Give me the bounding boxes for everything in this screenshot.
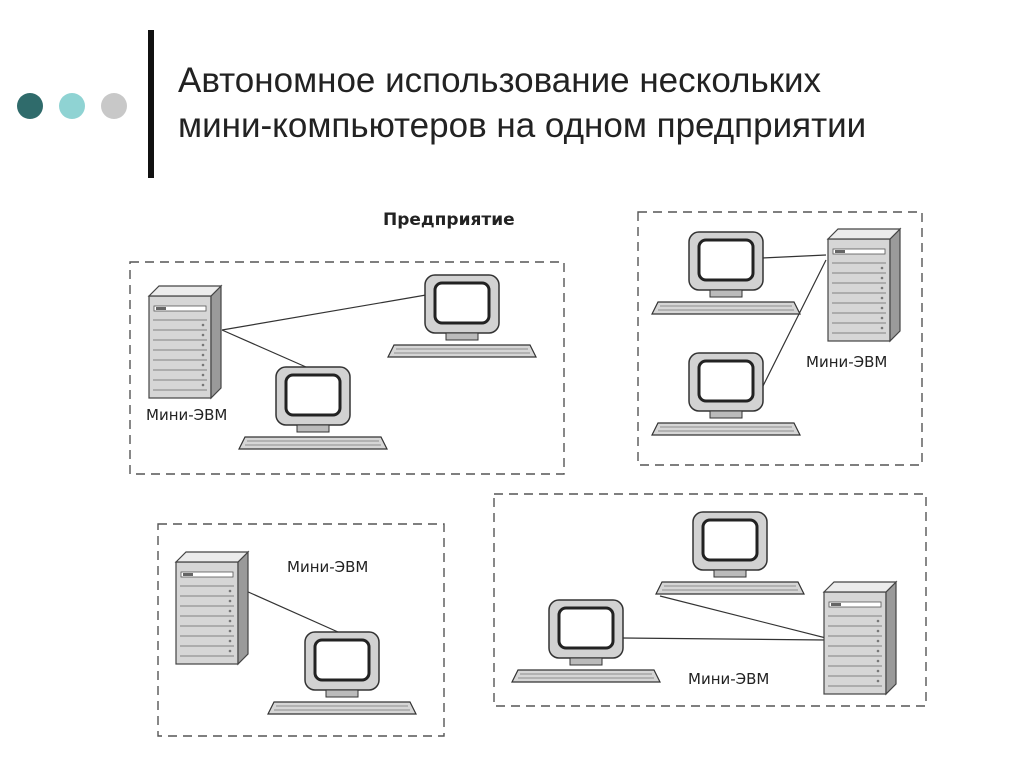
- zone-1-link-b: [221, 329, 307, 368]
- zone-4-server-icon: [823, 581, 897, 695]
- zone-2-computer-1-icon: [650, 230, 802, 316]
- zone-3-boundary: [157, 523, 445, 737]
- slide-title-line-2: мини-компьютеров на одном предприятии: [178, 106, 867, 145]
- title-divider: [148, 30, 154, 178]
- decor-dot-gray: [101, 93, 127, 119]
- zone-4-computer-2-icon: [510, 598, 662, 684]
- zone-1-boundary: [129, 261, 565, 475]
- zone-2-link-b: [761, 259, 827, 389]
- zone-2-server-icon: [827, 228, 901, 342]
- zone-3-server-label: Мини-ЭВМ: [287, 558, 368, 576]
- zone-4-server-label: Мини-ЭВМ: [688, 670, 769, 688]
- zone-2-computer-2-icon: [650, 351, 802, 437]
- zone-1-server-icon: [148, 285, 222, 399]
- slide-title: Автономное использование нескольких мини…: [178, 58, 1008, 148]
- zone-2-server-label: Мини-ЭВМ: [806, 353, 887, 371]
- enterprise-label: Предприятие: [383, 210, 515, 230]
- zone-1-link-a: [221, 294, 427, 331]
- zone-1-server-label: Мини-ЭВМ: [146, 406, 227, 424]
- zone-1-computer-1-icon: [386, 273, 538, 359]
- zone-2-boundary: [637, 211, 923, 466]
- decor-dot-teal: [59, 93, 85, 119]
- decor-dot-dark: [17, 93, 43, 119]
- zone-3-link: [245, 590, 339, 633]
- zone-4-link-b: [621, 637, 827, 641]
- zone-2-link-a: [761, 254, 827, 259]
- slide-title-line-1: Автономное использование нескольких: [178, 61, 822, 100]
- zone-4-link-a: [659, 595, 827, 639]
- zone-3-computer-icon: [266, 630, 418, 716]
- zone-1-computer-2-icon: [237, 365, 389, 451]
- zone-4-boundary: [493, 493, 927, 707]
- zone-3-server-icon: [175, 551, 249, 665]
- zone-4-computer-1-icon: [654, 510, 806, 596]
